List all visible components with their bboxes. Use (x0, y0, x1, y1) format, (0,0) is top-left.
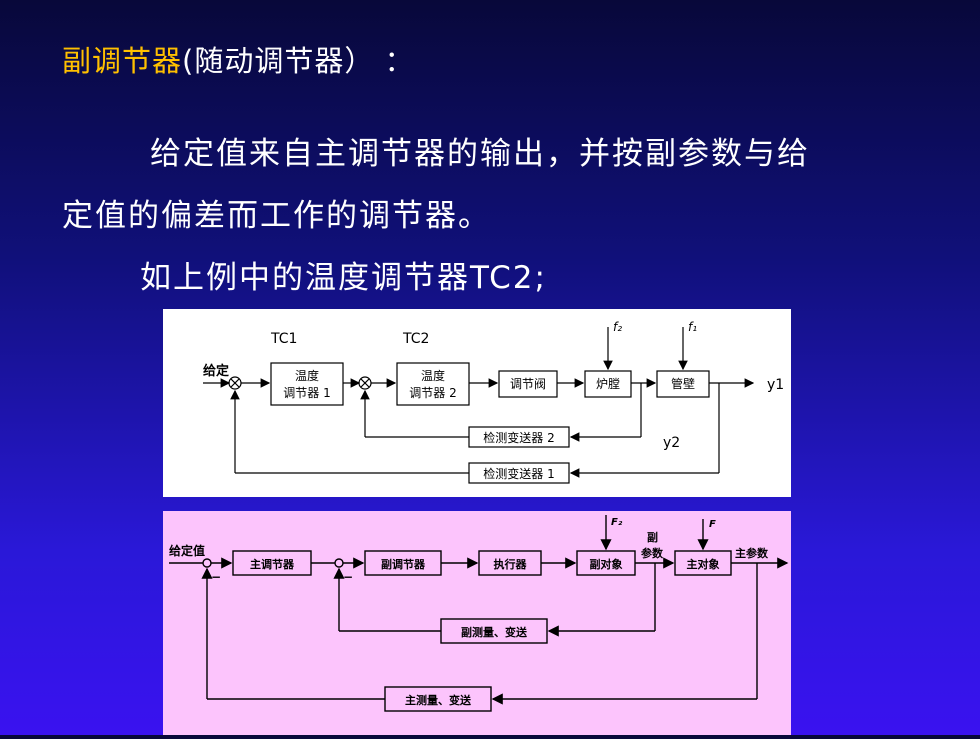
paragraph-line-2: 定值的偏差而工作的调节器。 (62, 198, 491, 234)
slave-controller-label: 副调节器 (381, 557, 426, 571)
tube-wall-box (656, 370, 710, 398)
controller-1-line-2: 调节器 1 (283, 386, 330, 400)
valve-label: 调节阀 (510, 377, 546, 391)
minus-sign-2: − (343, 570, 353, 584)
slave-measurement-label: 副测量、变送 (461, 625, 528, 639)
slave-param-label-2: 参数 (641, 546, 664, 560)
master-controller-label: 主调节器 (250, 557, 295, 571)
master-object-label: 主对象 (687, 557, 720, 571)
paragraph-line-1: 给定值来自主调节器的输出，并按副参数与给 (150, 136, 810, 172)
minus-sign-1: − (211, 570, 221, 584)
sensor-2-label: 检测变送器 2 (483, 430, 554, 445)
tube-wall-label: 管壁 (671, 376, 695, 391)
controller-2-line-2: 调节器 2 (409, 386, 456, 400)
tc2-label: TC2 (402, 331, 429, 347)
slide-title: 副调节器(随动调节器） ： (62, 38, 415, 80)
slave-object-label: 副对象 (590, 557, 623, 571)
cascade-block-diagram: TC1 TC2 给定 温度 调节器 1 温度 调节器 2 调节阀 炉膛 管壁 f… (163, 309, 791, 497)
setpoint-label: 给定 (203, 363, 229, 379)
y2-label: y2 (663, 435, 680, 451)
title-highlight: 副调节器 (62, 44, 183, 78)
f1-label: f₁ (688, 320, 697, 334)
sensor-1-label: 检测变送器 1 (483, 466, 554, 481)
slave-param-label-1: 副 (647, 530, 658, 544)
valve-box (498, 370, 558, 398)
F-label: F (709, 519, 716, 530)
controller-1-box (270, 362, 344, 406)
master-param-label: 主参数 (735, 546, 769, 560)
furnace-label: 炉膛 (596, 377, 620, 391)
generic-cascade-diagram: 给定值 主调节器 副调节器 执行器 副对象 主对象 副 参数 主参数 F₂ F … (163, 511, 791, 735)
setpoint-value-label: 给定值 (169, 543, 205, 558)
f2-label: f₂ (613, 320, 622, 334)
controller-2-box (396, 362, 470, 406)
F2-label: F₂ (611, 517, 623, 528)
controller-2-line-1: 温度 (421, 368, 445, 383)
summing-point-2 (334, 558, 344, 568)
paragraph-line-3: 如上例中的温度调节器TC2; (140, 260, 547, 296)
furnace-box (584, 370, 632, 398)
controller-1-line-1: 温度 (295, 368, 319, 383)
actuator-label: 执行器 (494, 557, 528, 571)
title-rest: (随动调节器） ： (182, 44, 415, 78)
tc1-label: TC1 (270, 331, 297, 347)
master-measurement-label: 主测量、变送 (405, 693, 472, 707)
y1-label: y1 (767, 377, 784, 393)
summing-point-1 (202, 558, 212, 568)
